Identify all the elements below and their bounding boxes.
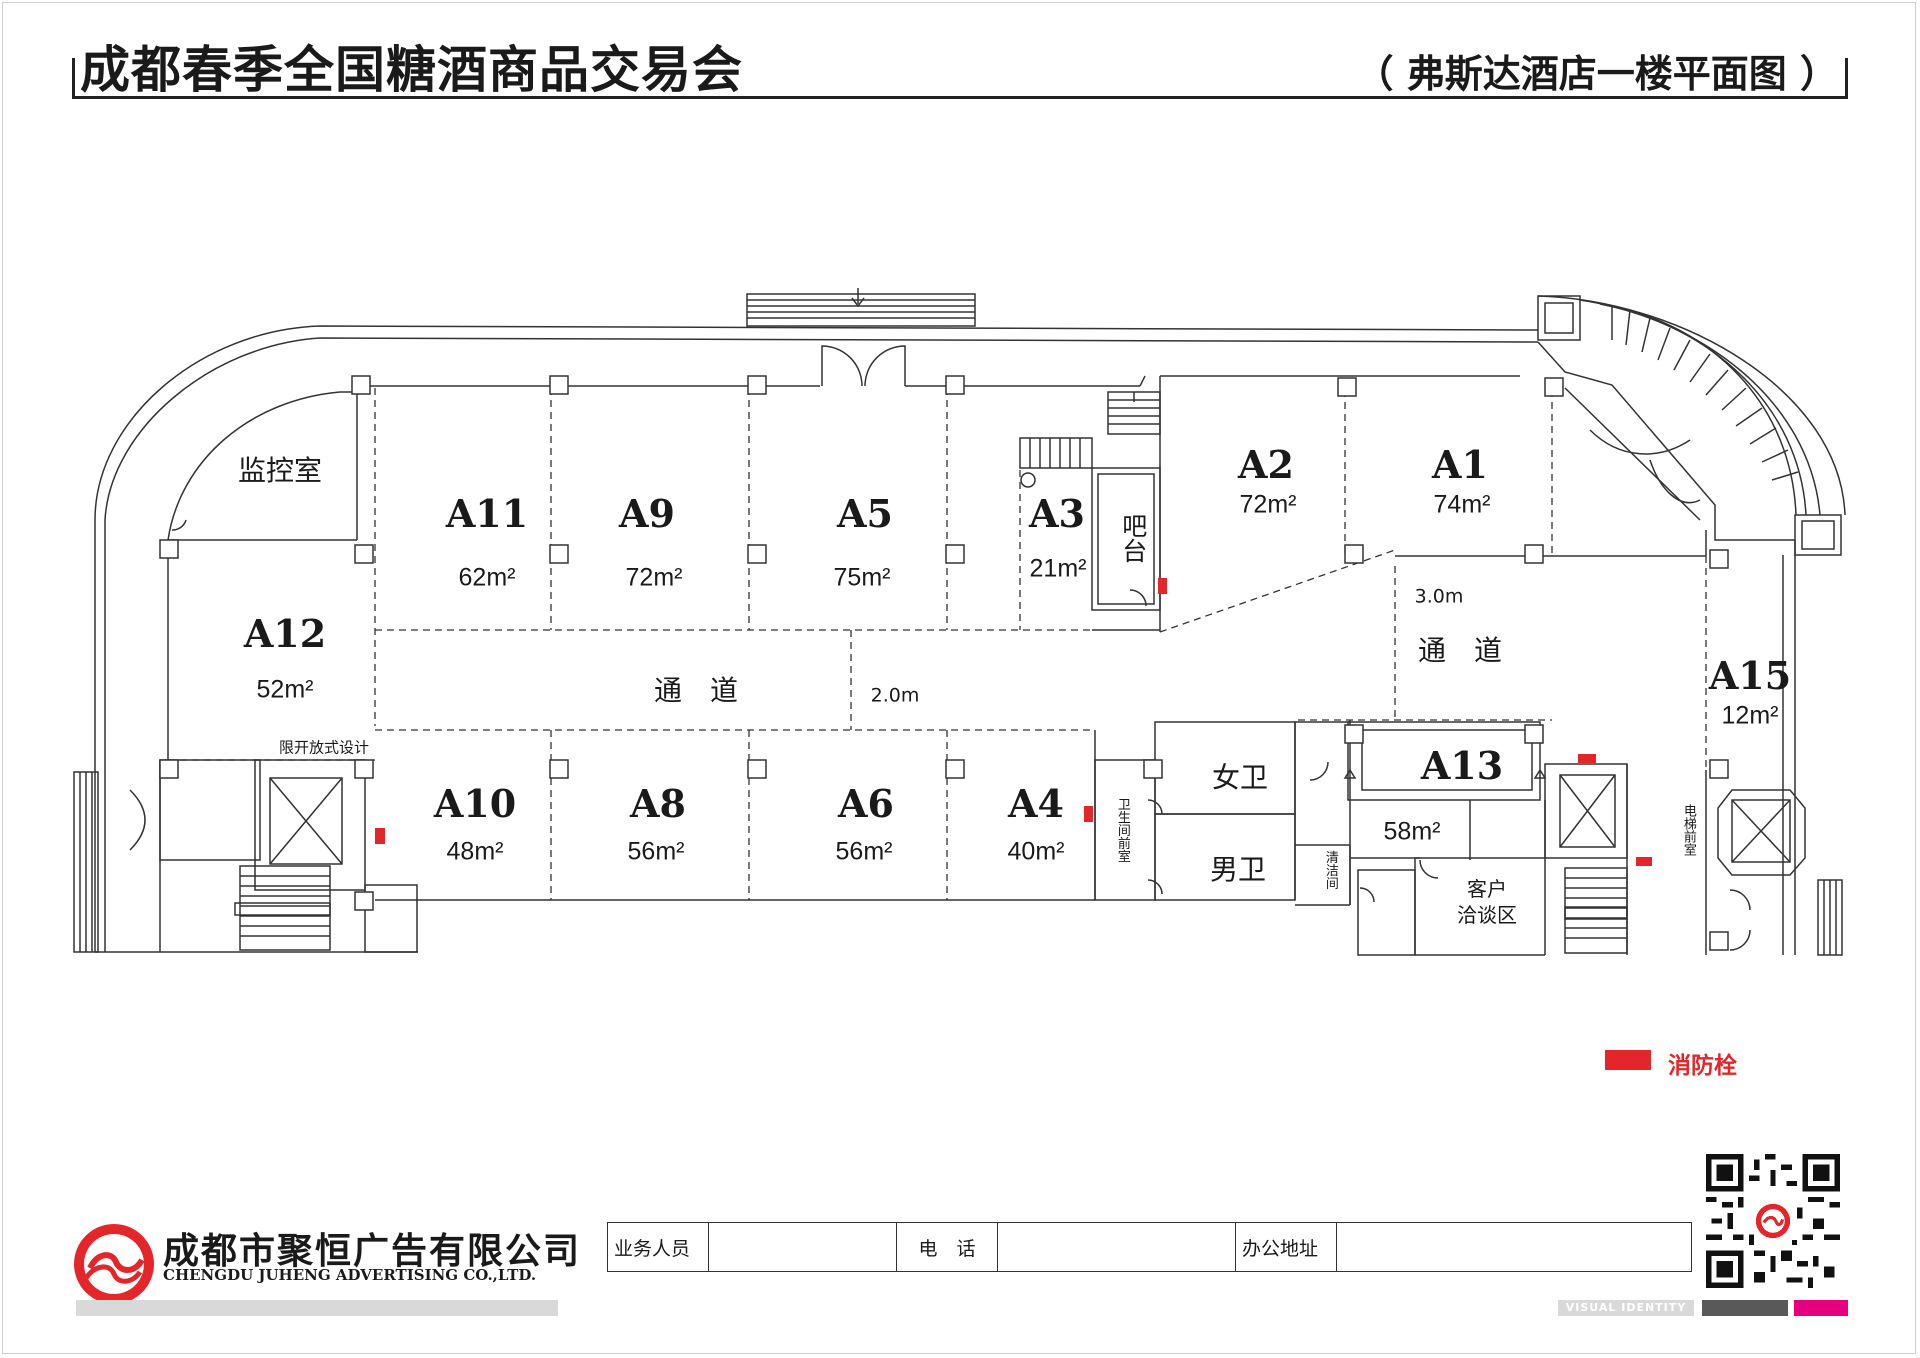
form-field-address[interactable] [1336,1222,1692,1272]
corridor-left-label: 通 道 [653,674,739,707]
client-area-label-line1: 客户 [1467,877,1507,901]
booth-a8-area: 56m² [627,837,685,866]
footer-dark-bar [1702,1300,1788,1316]
booth-a5-label[interactable]: A5 [837,491,893,536]
top-entrance-steps [746,288,976,327]
fire-hydrant [1636,857,1652,866]
booth-a1-area: 74m² [1433,490,1491,519]
elevator-lobby-label: 电梯前室 [1680,804,1696,856]
booth-a12-area: 52m² [256,675,314,704]
booth-a12-label[interactable]: A12 [243,611,327,656]
women-wc-label: 女卫 [1211,761,1269,794]
right-porch-steps [1817,879,1843,956]
form-field-phone[interactable] [997,1222,1236,1272]
title-rule [72,96,1848,99]
booth-a10-label[interactable]: A10 [433,781,517,826]
booth-a9-area: 72m² [625,563,683,592]
fire-hydrant [375,828,385,844]
booth-a11-area: 62m² [458,563,516,592]
page-subtitle: （ 弗斯达酒店一楼平面图 ） [1355,52,1838,96]
contact-form: 业务人员 电 话 办公地址 [607,1222,1692,1272]
stair-near-a3 [1019,391,1161,488]
corridor-left-width: 2.0m [870,684,920,707]
booth-a6-label[interactable]: A6 [838,781,894,826]
form-label-salesperson: 业务人员 [607,1222,709,1272]
corridor-right-label: 通 道 [1417,634,1503,667]
men-wc-label: 男卫 [1209,853,1267,886]
top-right-curved-stair [1537,295,1846,556]
booth-a1-label[interactable]: A1 [1432,442,1488,487]
title-rule-left-tick [72,58,75,98]
client-area-label-line2: 洽谈区 [1457,903,1517,927]
form-label-address: 办公地址 [1235,1222,1337,1272]
washroom-walls [1094,721,1351,906]
booth-a3-area: 21m² [1029,554,1087,583]
corridor-right-width: 3.0m [1414,585,1464,608]
fire-hydrant-markers [375,578,1652,866]
booth-a5-area: 75m² [833,563,891,592]
fire-hydrant-legend-swatch [1605,1050,1651,1070]
booth-a9-label[interactable]: A9 [619,491,675,536]
title-rule-right-tick [1845,58,1848,98]
footer-magenta-bar [1794,1300,1848,1316]
company-name-en: CHENGDU JUHENG ADVERTISING CO.,LTD. [163,1266,537,1284]
company-logo [74,1224,154,1304]
monitor-room-walls [167,391,358,541]
booth-a6-area: 56m² [835,837,893,866]
bar-label: 吧台 [1118,513,1148,563]
form-label-phone: 电 话 [896,1222,998,1272]
booth-a2-area: 72m² [1239,490,1297,519]
right-elevator-and-stair [1544,763,1806,955]
footer-gray-bar [76,1300,558,1316]
booth-a15-label[interactable]: A15 [1708,653,1792,698]
form-field-salesperson[interactable] [708,1222,897,1272]
left-porch-steps [73,771,99,953]
booth-a2-label[interactable]: A2 [1238,442,1294,487]
booth-a4-label[interactable]: A4 [1008,781,1064,826]
visual-identity-bar: VISUAL IDENTITY [1558,1300,1694,1316]
booth-a10-area: 48m² [446,837,504,866]
fire-hydrant-legend-label: 消防栓 [1668,1053,1737,1079]
cleaning-room-label: 清洁间 [1322,850,1338,890]
left-elevator-and-stair [129,759,418,953]
booth-a13-area: 58m² [1383,817,1441,846]
booth-a8-label[interactable]: A8 [630,781,686,826]
monitor-room-label: 监控室 [237,454,323,487]
wc-anteroom-label: 卫生间前室 [1114,797,1130,863]
booth-a15-area: 12m² [1721,701,1779,730]
page-title: 成都春季全国糖酒商品交易会 [80,41,743,99]
fire-hydrant [1084,806,1093,822]
booth-a4-area: 40m² [1007,837,1065,866]
booth-a3-label[interactable]: A3 [1029,491,1085,536]
fire-hydrant [1158,578,1167,594]
columns [159,375,1729,951]
open-design-note: 限开放式设计 [278,738,370,757]
booth-a11-label[interactable]: A11 [445,491,529,536]
booth-a13-label[interactable]: A13 [1420,743,1504,788]
fire-hydrant [1578,754,1596,763]
company-name-cn: 成都市聚恒广告有限公司 [163,1231,582,1272]
qr-code[interactable] [1706,1154,1840,1288]
outer-wall [94,325,1539,952]
